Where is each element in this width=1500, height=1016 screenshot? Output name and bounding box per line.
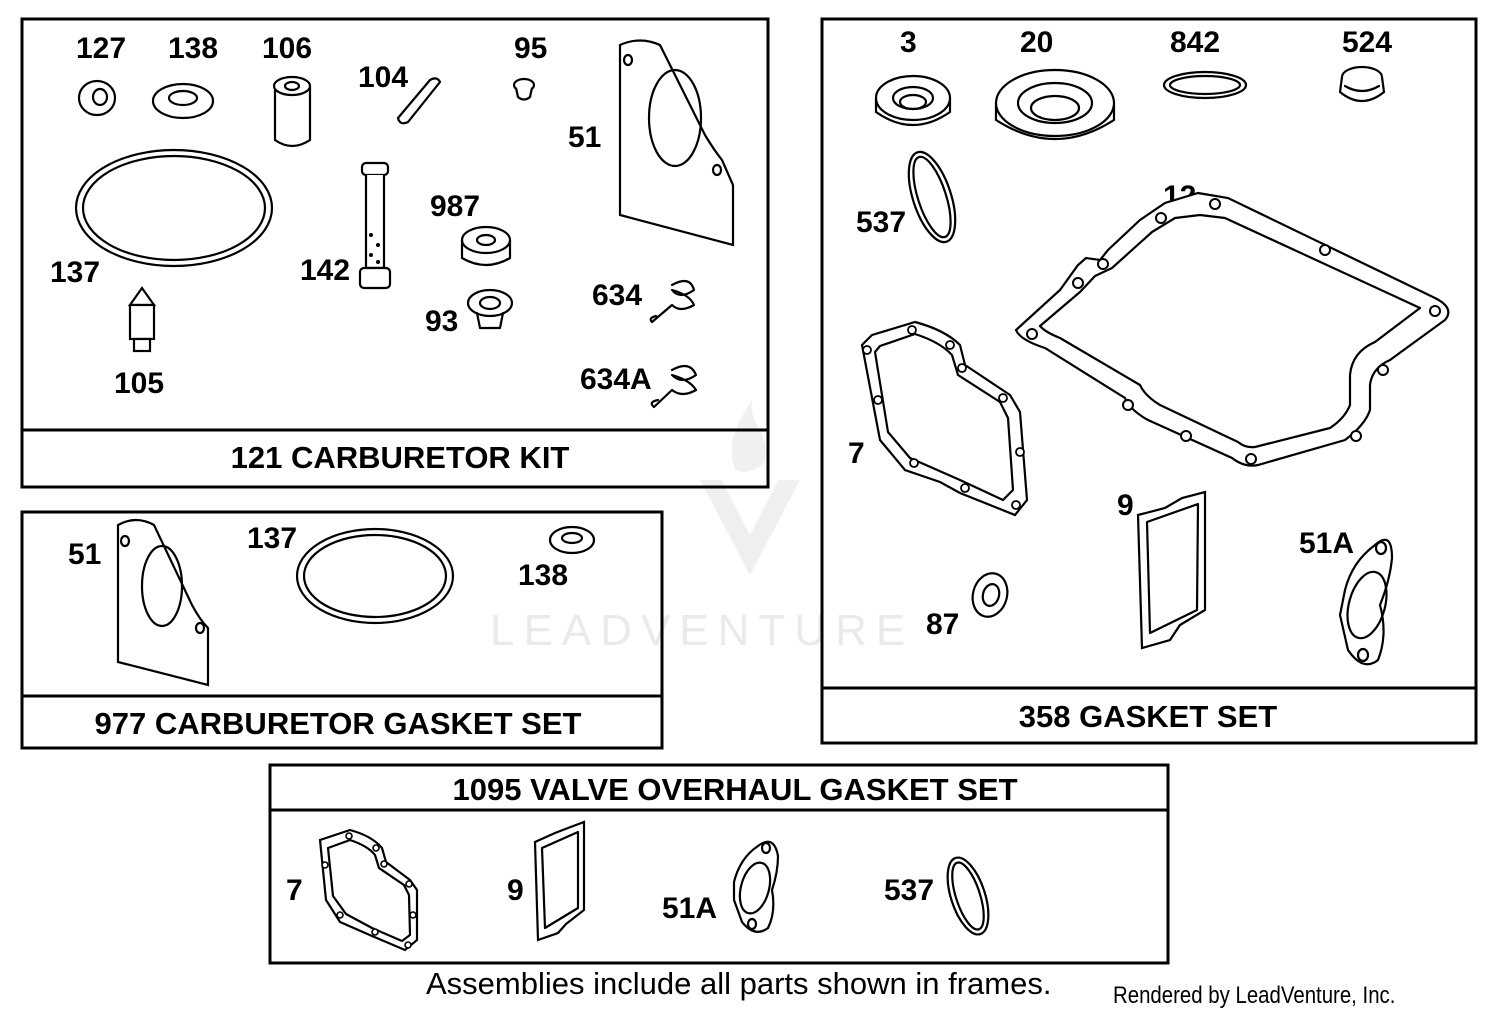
head-gasket-icon [860,320,1029,517]
kit-frame-carburetor-gasket-set: 977 CARBURETOR GASKET SET 51 137 138 [20,510,664,750]
part-label: 138 [168,32,218,65]
part-label: 51 [68,538,101,571]
oil-seal-icon [874,74,952,127]
part-label: 3 [900,26,917,59]
pin-icon [396,77,442,125]
part-label: 51A [662,892,717,925]
intake-gasket-icon [1338,538,1394,666]
spacer-icon [460,225,512,267]
spring-icon [650,364,698,409]
part-label: 142 [300,254,350,287]
part-label: 634A [580,363,652,396]
part-label: 137 [50,256,100,289]
kit-title: 121 CARBURETOR KIT [231,440,570,475]
rocker-cover-gasket-icon [533,820,586,942]
part-label: 104 [358,61,408,94]
retainer-icon [466,288,514,330]
emulsion-tube-icon [358,161,392,290]
head-gasket-icon [318,828,419,952]
part-label: 7 [286,874,303,907]
washer-icon [77,79,117,117]
o-ring-icon [907,150,957,244]
screw-icon [512,77,536,101]
part-label: 138 [518,559,568,592]
part-label: 105 [114,367,164,400]
part-label: 634 [592,279,642,312]
rocker-cover-gasket-icon [1136,490,1207,650]
intake-gasket-icon [732,840,780,933]
needle-icon [127,286,157,353]
kit-title: 1095 VALVE OVERHAUL GASKET SET [452,772,1017,807]
part-label: 7 [848,437,865,470]
part-label: 524 [1342,26,1392,59]
part-label: 537 [856,206,906,239]
spring-icon [649,279,696,324]
part-label: 20 [1020,26,1053,59]
seal-icon [971,572,1009,618]
part-label: 93 [425,305,458,338]
plate-gasket-icon [618,39,735,247]
kit-frame-carburetor-kit: 121 CARBURETOR KIT 127 138 106 104 95 51… [20,17,770,489]
o-ring-icon [946,856,990,936]
part-label: 87 [926,608,959,641]
part-label: 987 [430,190,480,223]
plate-gasket-icon [116,518,210,687]
credit-text: Rendered by LeadVenture, Inc. [1113,982,1396,1009]
part-label: 537 [884,874,934,907]
part-label: 842 [1170,26,1220,59]
footer-note: Assemblies include all parts shown in fr… [426,966,1052,1001]
part-label: 9 [507,874,524,907]
sleeve-icon [272,75,312,148]
part-label: 137 [247,522,297,555]
kit-frame-gasket-set: 358 GASKET SET 3 20 842 524 537 12 7 9 5… [820,17,1478,745]
kit-title: 358 GASKET SET [1019,699,1277,734]
o-ring-icon [295,527,455,625]
part-label: 106 [262,32,312,65]
part-label: 95 [514,32,547,65]
oil-seal-icon [994,68,1116,141]
part-label: 127 [76,32,126,65]
seal-icon [151,82,215,120]
part-label: 51 [568,121,601,154]
crankcase-gasket-icon [1014,191,1450,467]
part-label: 51A [1299,527,1354,560]
kit-frame-valve-overhaul-gasket-set: 1095 VALVE OVERHAUL GASKET SET 7 9 51A 5… [268,763,1170,965]
o-ring-icon [1162,70,1248,100]
o-ring-icon [74,148,274,268]
watermark-text: LEADVENTURE [490,606,914,655]
part-label: 9 [1117,489,1134,522]
seal-icon [548,525,596,555]
plug-icon [1338,65,1386,103]
kit-title: 977 CARBURETOR GASKET SET [95,706,582,741]
